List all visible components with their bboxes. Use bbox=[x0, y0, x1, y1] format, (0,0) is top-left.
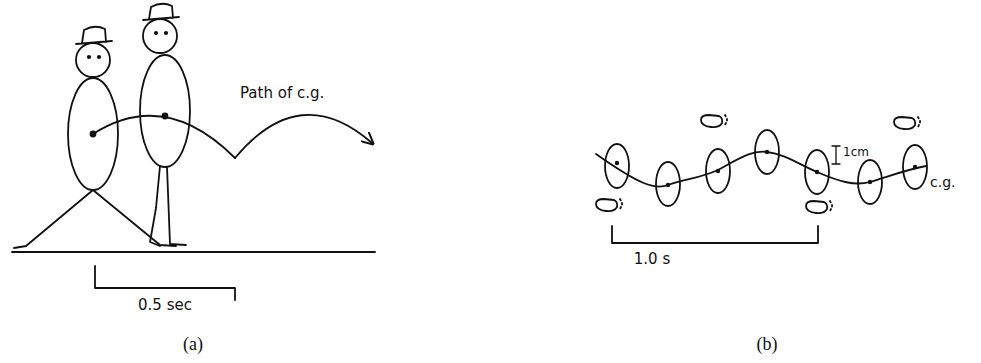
cg-path bbox=[596, 152, 926, 187]
body-ellipse bbox=[805, 150, 829, 194]
eye bbox=[88, 56, 90, 58]
time-bracket bbox=[95, 266, 235, 300]
body-ellipse bbox=[605, 144, 629, 188]
hat bbox=[76, 27, 112, 44]
label: Path of c.g. bbox=[240, 84, 324, 102]
label: (a) bbox=[183, 334, 203, 356]
walking-figures bbox=[12, 4, 375, 300]
label: c.g. bbox=[930, 174, 955, 191]
cg-dots bbox=[615, 150, 917, 187]
body-ellipse bbox=[706, 149, 730, 193]
footprint bbox=[894, 117, 920, 129]
eye bbox=[98, 56, 100, 58]
body-ellipse bbox=[140, 55, 190, 167]
head bbox=[143, 19, 177, 53]
label: 1.0 s bbox=[634, 250, 670, 268]
top-view bbox=[596, 115, 927, 243]
body-ellipse bbox=[858, 160, 882, 204]
leg bbox=[167, 167, 186, 245]
head bbox=[76, 43, 110, 77]
eye bbox=[165, 32, 167, 34]
label: 0.5 sec bbox=[138, 296, 192, 314]
footprint bbox=[596, 199, 622, 211]
eye bbox=[155, 32, 157, 34]
cg-path bbox=[93, 116, 235, 158]
cg-path bbox=[235, 115, 372, 158]
time-bracket bbox=[612, 226, 818, 243]
body-ellipse bbox=[903, 145, 927, 189]
footprint bbox=[806, 201, 832, 213]
label: 1cm bbox=[843, 145, 869, 159]
ground-line bbox=[12, 251, 375, 253]
leg bbox=[93, 190, 176, 246]
body-ellipse bbox=[656, 162, 680, 206]
footprint bbox=[701, 115, 727, 127]
dimension-marker bbox=[832, 146, 840, 164]
hat bbox=[143, 4, 179, 20]
label: (b) bbox=[757, 334, 778, 356]
leg bbox=[150, 166, 160, 246]
body-ellipse bbox=[755, 130, 779, 174]
leg bbox=[14, 190, 93, 248]
